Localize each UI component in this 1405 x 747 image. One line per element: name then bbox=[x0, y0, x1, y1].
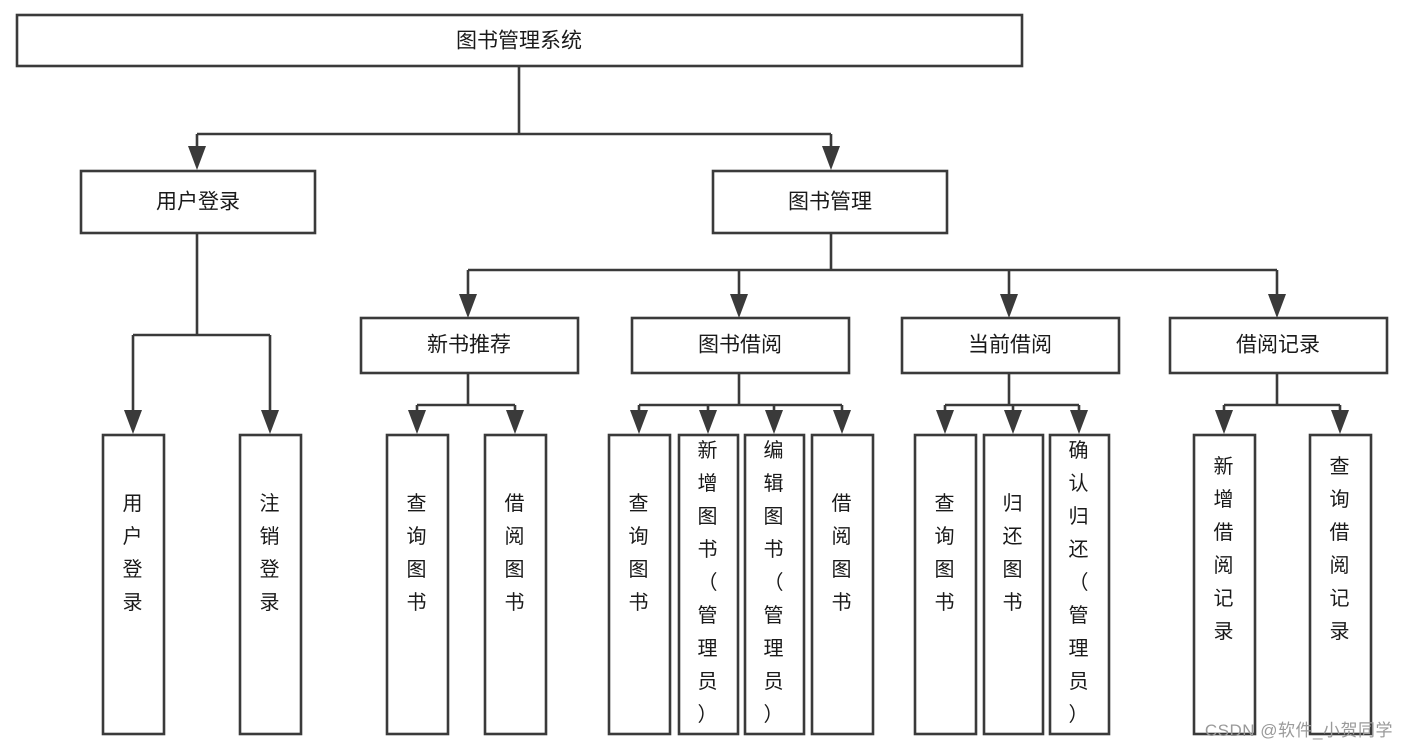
connector-group-new-book-rec bbox=[408, 373, 524, 434]
connector-group-borrow-record bbox=[1215, 373, 1349, 434]
node-new-book-rec-box[interactable] bbox=[359, 316, 580, 375]
leaf-current-borrow-0[interactable]: 查询图书 bbox=[913, 433, 978, 736]
connector-group-book-borrow bbox=[630, 373, 851, 434]
leaf-current-borrow-2-label: 确认归还（管理员） bbox=[1069, 439, 1090, 726]
node-current-borrow[interactable]: 当前借阅 bbox=[900, 316, 1121, 375]
arrow-book-borrow-leaf-0-icon bbox=[630, 410, 648, 434]
leaf-book-borrow-3-label: 借阅图书 bbox=[832, 492, 853, 614]
leaf-current-borrow-0-label: 查询图书 bbox=[935, 492, 956, 614]
leaf-user-login-1-label: 注销登录 bbox=[260, 492, 281, 614]
leaf-user-login-1-box[interactable] bbox=[238, 433, 303, 736]
leaf-current-borrow-1[interactable]: 归还图书 bbox=[982, 433, 1045, 736]
node-root-label: 图书管理系统 bbox=[456, 30, 582, 53]
arrow-new-book-rec-leaf-0-icon bbox=[408, 410, 426, 434]
leaf-current-borrow-2-box[interactable] bbox=[1048, 433, 1111, 736]
leaf-current-borrow-1-label: 归还图书 bbox=[1003, 492, 1024, 614]
node-current-borrow-box[interactable] bbox=[900, 316, 1121, 375]
leaf-borrow-record-0-box[interactable] bbox=[1192, 433, 1257, 736]
arrow-root-to-user-login-icon bbox=[188, 146, 206, 170]
node-borrow-record-box[interactable] bbox=[1168, 316, 1389, 375]
arrow-user-login-leaf-1-icon bbox=[261, 410, 279, 434]
leaf-borrow-record-1[interactable]: 查询借阅记录 bbox=[1308, 433, 1373, 736]
arrow-new-book-rec-leaf-1-icon bbox=[506, 410, 524, 434]
leaf-new-book-rec-0[interactable]: 查询图书 bbox=[385, 433, 450, 736]
node-book-mgmt[interactable]: 图书管理 bbox=[711, 169, 949, 235]
arrow-book-mgmt-child-1-icon bbox=[730, 294, 748, 318]
node-book-mgmt-box[interactable] bbox=[711, 169, 949, 235]
leaf-user-login-0[interactable]: 用户登录 bbox=[101, 433, 166, 736]
arrow-book-mgmt-child-0-icon bbox=[459, 294, 477, 318]
node-book-mgmt-label: 图书管理 bbox=[788, 191, 872, 214]
connector-group-book-mgmt bbox=[459, 233, 1286, 318]
node-borrow-record-label: 借阅记录 bbox=[1236, 334, 1320, 357]
connector-group-root bbox=[188, 66, 840, 170]
leaf-book-borrow-1-box[interactable] bbox=[677, 433, 740, 736]
node-book-borrow[interactable]: 图书借阅 bbox=[630, 316, 851, 375]
leaf-book-borrow-3-box[interactable] bbox=[810, 433, 875, 736]
arrow-book-borrow-leaf-3-icon bbox=[833, 410, 851, 434]
node-new-book-rec[interactable]: 新书推荐 bbox=[359, 316, 580, 375]
leaf-current-borrow-1-box[interactable] bbox=[982, 433, 1045, 736]
arrow-user-login-leaf-0-icon bbox=[124, 410, 142, 434]
leaf-new-book-rec-1-label: 借阅图书 bbox=[505, 492, 526, 614]
arrow-book-mgmt-child-3-icon bbox=[1268, 294, 1286, 318]
node-book-borrow-box[interactable] bbox=[630, 316, 851, 375]
node-book-borrow-label: 图书借阅 bbox=[698, 334, 782, 357]
node-user-login-box[interactable] bbox=[79, 169, 317, 235]
leaf-new-book-rec-1[interactable]: 借阅图书 bbox=[483, 433, 548, 736]
node-root[interactable]: 图书管理系统 bbox=[15, 13, 1024, 68]
leaf-borrow-record-0-label: 新增借阅记录 bbox=[1214, 455, 1235, 643]
leaf-book-borrow-0[interactable]: 查询图书 bbox=[607, 433, 672, 736]
leaf-borrow-record-1-label: 查询借阅记录 bbox=[1330, 455, 1351, 643]
node-current-borrow-label: 当前借阅 bbox=[968, 334, 1052, 357]
arrow-root-to-book-mgmt-icon bbox=[822, 146, 840, 170]
leaf-new-book-rec-0-label: 查询图书 bbox=[407, 492, 428, 614]
node-root-box[interactable] bbox=[15, 13, 1024, 68]
leaf-borrow-record-1-box[interactable] bbox=[1308, 433, 1373, 736]
leaf-book-borrow-2-box[interactable] bbox=[743, 433, 806, 736]
arrow-borrow-record-leaf-0-icon bbox=[1215, 410, 1233, 434]
node-new-book-rec-label: 新书推荐 bbox=[427, 334, 511, 357]
leaf-borrow-record-0[interactable]: 新增借阅记录 bbox=[1192, 433, 1257, 736]
leaf-user-login-0-box[interactable] bbox=[101, 433, 166, 736]
leaf-book-borrow-2-label: 编辑图书（管理员） bbox=[764, 439, 785, 726]
node-borrow-record[interactable]: 借阅记录 bbox=[1168, 316, 1389, 375]
leaf-book-borrow-0-box[interactable] bbox=[607, 433, 672, 736]
node-user-login-label: 用户登录 bbox=[156, 191, 240, 214]
arrow-book-borrow-leaf-2-icon bbox=[765, 410, 783, 434]
leaf-current-borrow-2[interactable]: 确认归还（管理员） bbox=[1048, 433, 1111, 736]
arrow-borrow-record-leaf-1-icon bbox=[1331, 410, 1349, 434]
leaf-user-login-0-label: 用户登录 bbox=[123, 493, 144, 614]
leaf-book-borrow-1[interactable]: 新增图书（管理员） bbox=[677, 433, 740, 736]
arrow-current-borrow-leaf-0-icon bbox=[936, 410, 954, 434]
connector-group-current-borrow bbox=[936, 373, 1088, 434]
leaf-new-book-rec-1-box[interactable] bbox=[483, 433, 548, 736]
arrow-book-mgmt-child-2-icon bbox=[1000, 294, 1018, 318]
arrow-book-borrow-leaf-1-icon bbox=[699, 410, 717, 434]
leaf-user-login-1[interactable]: 注销登录 bbox=[238, 433, 303, 736]
leaf-new-book-rec-0-box[interactable] bbox=[385, 433, 450, 736]
leaf-book-borrow-2[interactable]: 编辑图书（管理员） bbox=[743, 433, 806, 736]
leaf-book-borrow-0-label: 查询图书 bbox=[629, 492, 650, 614]
connector-group-user-login bbox=[124, 233, 279, 434]
node-user-login[interactable]: 用户登录 bbox=[79, 169, 317, 235]
leaf-current-borrow-0-box[interactable] bbox=[913, 433, 978, 736]
arrow-current-borrow-leaf-2-icon bbox=[1070, 410, 1088, 434]
leaf-book-borrow-3[interactable]: 借阅图书 bbox=[810, 433, 875, 736]
arrow-current-borrow-leaf-1-icon bbox=[1004, 410, 1022, 434]
leaf-book-borrow-1-label: 新增图书（管理员） bbox=[698, 439, 719, 726]
